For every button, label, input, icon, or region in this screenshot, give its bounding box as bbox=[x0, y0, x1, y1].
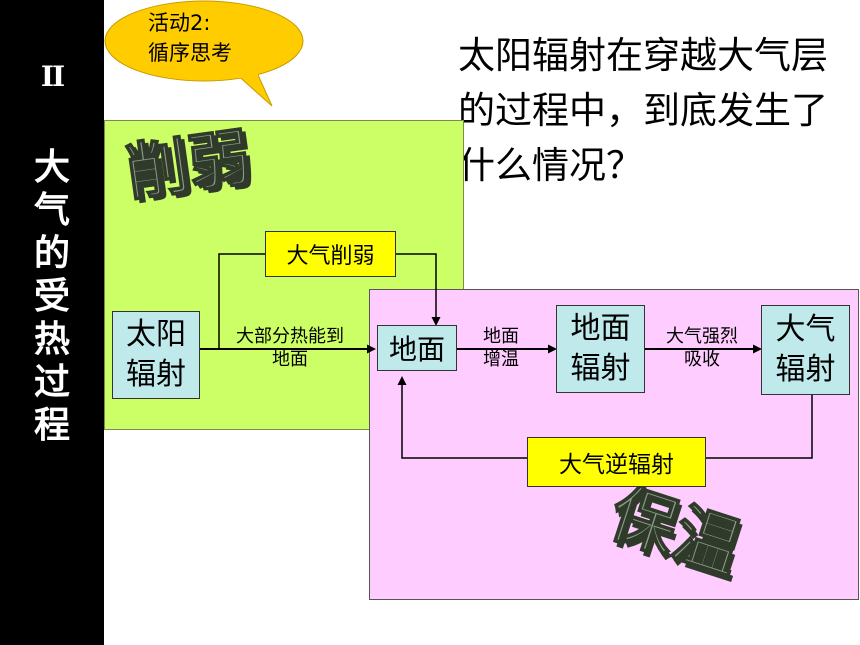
bubble-line-2: 循序思考 bbox=[148, 41, 232, 65]
bubble-line-1: 活动2: bbox=[148, 11, 211, 35]
node-atm-radiation-label: 大气辐射 bbox=[775, 312, 836, 387]
arrow-branch-to-weaken bbox=[218, 253, 265, 349]
node-ground-label: 地面 bbox=[388, 333, 445, 366]
weaken-art-shadow: 削弱 bbox=[126, 124, 259, 214]
node-counter-radiation: 大气逆辐射 bbox=[527, 437, 706, 487]
node-sun-radiation: 太阳辐射 bbox=[112, 311, 200, 399]
section-number: II bbox=[40, 60, 65, 93]
arrow-weaken-to-ground bbox=[396, 253, 441, 326]
edge-label-ground-warm: 地面增温 bbox=[483, 326, 519, 370]
weaken-art-face: 削弱 bbox=[122, 120, 255, 210]
arrow-counter-to-ground bbox=[397, 376, 527, 459]
node-sun-radiation-label: 太阳辐射 bbox=[126, 317, 186, 392]
weaken-art-text: 削弱 削弱 bbox=[121, 119, 259, 214]
node-ground-radiation-label: 地面辐射 bbox=[570, 311, 631, 386]
arrow-atm-to-counter bbox=[706, 395, 813, 459]
edge-label-to-ground: 大部分热能到地面 bbox=[236, 326, 344, 370]
section-title: 大气的受热过程 bbox=[33, 147, 70, 446]
node-atm-weaken-label: 大气削弱 bbox=[286, 244, 375, 269]
node-atm-radiation: 大气辐射 bbox=[761, 305, 850, 395]
node-atm-weaken: 大气削弱 bbox=[265, 231, 396, 277]
bubble-text: 活动2: 循序思考 bbox=[148, 8, 298, 68]
node-counter-radiation-label: 大气逆辐射 bbox=[559, 452, 674, 478]
edge-label-atm-absorb: 大气强烈吸收 bbox=[666, 326, 738, 370]
speech-bubble bbox=[104, 0, 304, 107]
node-ground-radiation: 地面辐射 bbox=[556, 305, 645, 393]
node-ground: 地面 bbox=[377, 325, 457, 371]
sidebar: II 大气的受热过程 bbox=[0, 0, 104, 645]
insulate-art-text: 保温 保温 bbox=[600, 482, 753, 593]
question-text: 太阳辐射在穿越大气层的过程中，到底发生了什么情况？ bbox=[458, 34, 828, 187]
